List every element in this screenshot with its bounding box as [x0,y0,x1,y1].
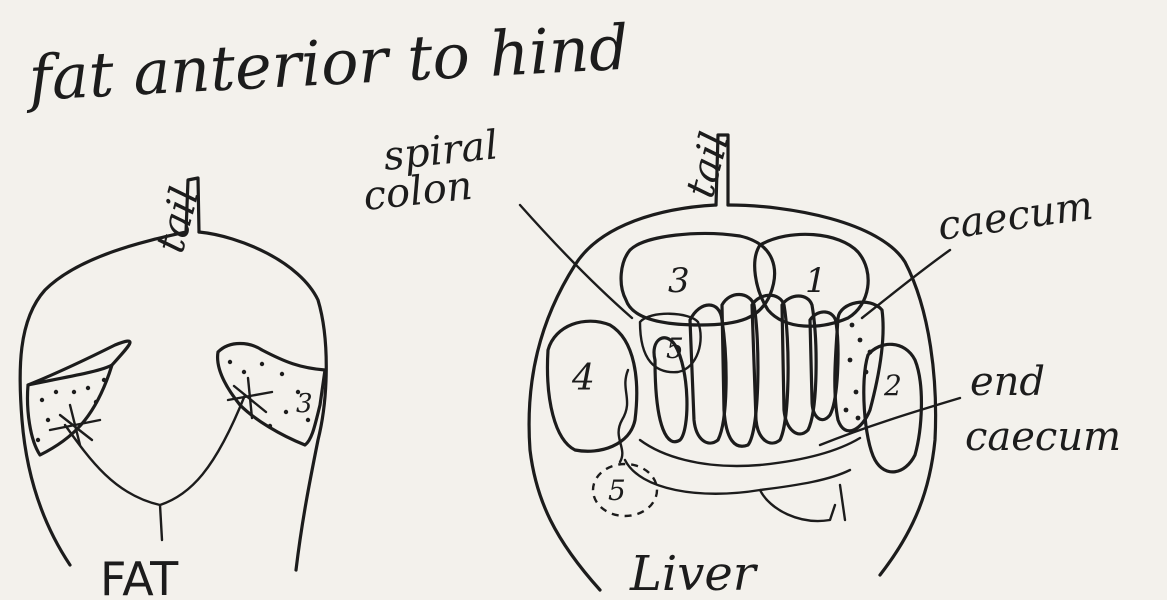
lobe-number-4: 4 [571,358,595,399]
label-colon: colon [361,163,474,220]
label-end: end [970,359,1045,405]
left-body-outline [20,232,326,570]
sketch-title: fat anterior to hind [23,11,631,116]
lobe-2 [864,344,922,472]
end-caecum-pointer [820,398,960,445]
lower-mass [625,438,860,521]
left-bottom-label: FAT [100,552,179,600]
right-figure-liver: tail [361,122,1121,600]
left-figure-fat: tail 3 FAT [20,178,326,600]
right-bottom-label: Liver [629,546,759,600]
left-inner-lines [65,395,245,540]
caecum-dots [844,323,873,421]
caecum-pointer [862,250,950,318]
label-caecum: caecum [935,183,1096,250]
lobe-number-5-upper: 5 [666,332,684,365]
lobe-number-5-lower: 5 [608,474,626,507]
label-end-caecum: caecum [965,414,1121,460]
lobe-number-1: 1 [805,261,827,301]
ragged-edge [619,370,628,462]
left-region-number: 3 [296,389,313,419]
lobe-number-3: 3 [668,261,690,301]
lobe-number-2: 2 [883,369,902,402]
left-tail-label: tail [147,182,208,257]
